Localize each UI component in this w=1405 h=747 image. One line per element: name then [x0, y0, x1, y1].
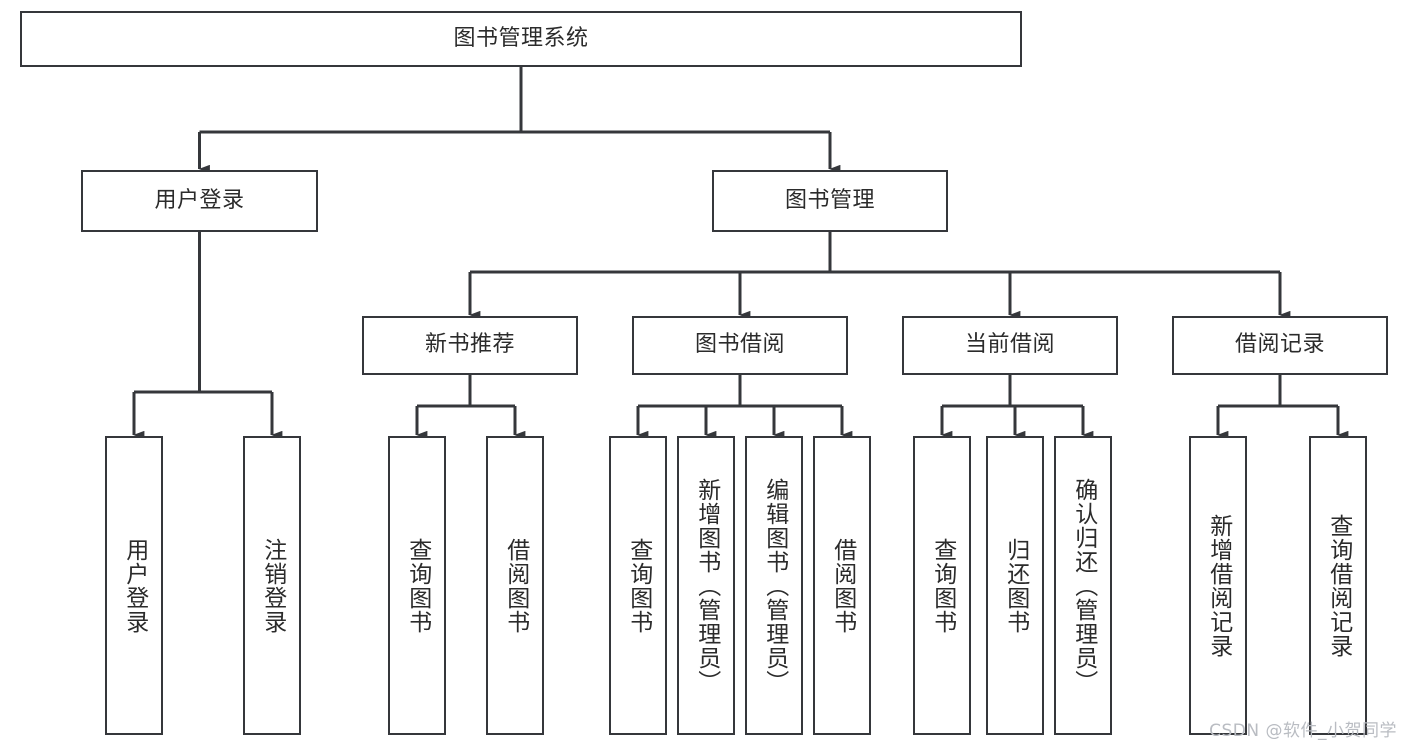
node-leaf-cb-query: 查询图书 — [913, 436, 971, 735]
node-new-book-rec: 新书推荐 — [362, 316, 578, 375]
node-label: 查询图书 — [929, 537, 956, 634]
node-label: 确认归还（管理员） — [1070, 477, 1097, 694]
node-label: 归还图书 — [1002, 537, 1029, 634]
node-label: 查询借阅记录 — [1325, 513, 1352, 658]
node-label: 查询图书 — [404, 537, 431, 634]
node-book-mgmt: 图书管理 — [712, 170, 948, 232]
node-label: 新书推荐 — [424, 332, 515, 358]
node-leaf-br-add: 新增借阅记录 — [1189, 436, 1247, 735]
node-label: 图书管理 — [784, 187, 875, 213]
edge-paths — [132, 67, 1349, 440]
node-label: 图书管理系统 — [453, 25, 589, 51]
node-label: 借阅记录 — [1234, 332, 1325, 358]
node-label: 图书借阅 — [694, 332, 785, 358]
node-label: 用户登录 — [121, 537, 148, 634]
node-leaf-bb-query: 查询图书 — [609, 436, 667, 735]
node-borrow-record: 借阅记录 — [1172, 316, 1388, 375]
node-leaf-logout: 注销登录 — [243, 436, 301, 735]
node-current-borrow: 当前借阅 — [902, 316, 1118, 375]
node-leaf-cb-confirm: 确认归还（管理员） — [1054, 436, 1112, 735]
node-leaf-br-query: 查询借阅记录 — [1309, 436, 1367, 735]
node-label: 当前借阅 — [964, 332, 1055, 358]
node-user-login: 用户登录 — [81, 170, 318, 232]
node-label: 编辑图书（管理员） — [761, 477, 788, 694]
node-leaf-cb-return: 归还图书 — [986, 436, 1044, 735]
node-label: 借阅图书 — [502, 537, 529, 634]
node-leaf-user-login: 用户登录 — [105, 436, 163, 735]
node-root: 图书管理系统 — [20, 11, 1022, 67]
node-label: 新增图书（管理员） — [693, 477, 720, 694]
node-label: 新增借阅记录 — [1205, 513, 1232, 658]
node-label: 注销登录 — [259, 537, 286, 634]
node-leaf-bb-edit: 编辑图书（管理员） — [745, 436, 803, 735]
node-leaf-bb-add: 新增图书（管理员） — [677, 436, 735, 735]
node-label: 用户登录 — [154, 187, 245, 213]
node-label: 借阅图书 — [829, 537, 856, 634]
node-leaf-rec-query: 查询图书 — [388, 436, 446, 735]
node-leaf-rec-borrow: 借阅图书 — [486, 436, 544, 735]
node-book-borrow: 图书借阅 — [632, 316, 848, 375]
node-label: 查询图书 — [625, 537, 652, 634]
node-leaf-bb-borrow: 借阅图书 — [813, 436, 871, 735]
